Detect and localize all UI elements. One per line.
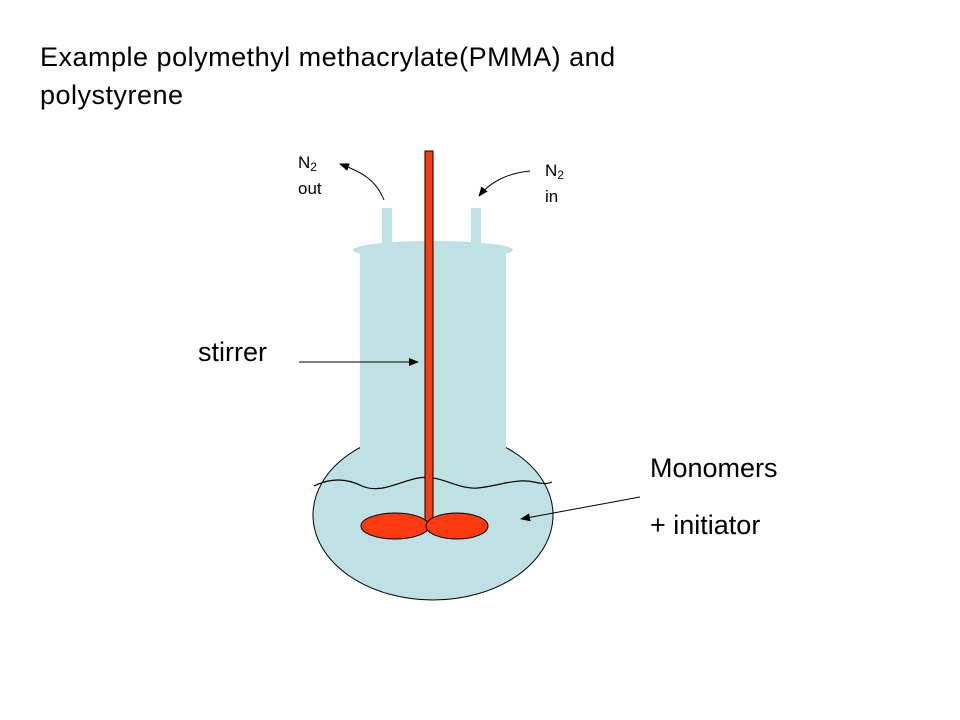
- slide-title-line-1: Example polymethyl methacrylate(PMMA) an…: [40, 42, 616, 72]
- n2-in-label: N2 in: [545, 160, 564, 208]
- n2-in-direction: in: [545, 187, 559, 206]
- gas-inlet-tube: [471, 208, 481, 253]
- monomers-label: Monomers: [650, 453, 778, 483]
- monomers-pointer-arrow-icon: [520, 496, 641, 522]
- n2-out-formula-base: N: [298, 153, 311, 172]
- n2-out-formula-subscript: 2: [310, 160, 317, 174]
- n2-in-formula-subscript: 2: [557, 168, 564, 182]
- stirrer-shaft: [424, 150, 434, 525]
- slide-title: Example polymethyl methacrylate(PMMA) an…: [40, 38, 740, 114]
- liquid-surface: [313, 476, 553, 490]
- n2-in-formula-base: N: [545, 161, 558, 180]
- stirrer-paddle-right: [425, 512, 489, 540]
- initiator-label: + initiator: [650, 510, 761, 540]
- stirrer-label: stirrer: [198, 337, 267, 367]
- slide-title-line-2: polystyrene: [40, 80, 184, 110]
- n2-in-formula: N2: [545, 160, 564, 186]
- gas-outlet-tube: [382, 208, 392, 253]
- n2-out-arrow-icon: [339, 163, 385, 201]
- n2-in-arrow-icon: [478, 170, 531, 197]
- n2-out-direction: out: [298, 179, 322, 198]
- stirrer-paddle-left: [360, 512, 430, 540]
- n2-out-label: N2 out: [298, 152, 322, 200]
- n2-out-formula: N2: [298, 152, 322, 178]
